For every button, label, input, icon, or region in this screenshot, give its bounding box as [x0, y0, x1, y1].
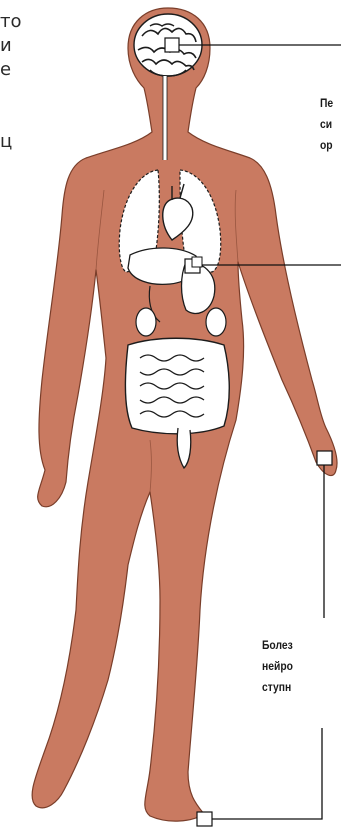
foot-marker [197, 812, 212, 826]
spinal-cord [163, 76, 167, 160]
hand-marker [317, 451, 332, 465]
callout-foot [197, 728, 322, 826]
stomach-marker-inner [192, 257, 202, 267]
left-text-fragment: то и е ц [0, 10, 22, 154]
callout-label-organs: Пе си ор [320, 93, 333, 156]
callout-label-foot: Болез нейро ступн [262, 635, 293, 698]
brain-marker [165, 38, 179, 52]
